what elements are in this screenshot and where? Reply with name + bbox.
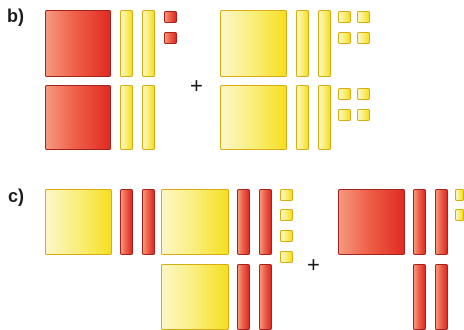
yellow-unit-tile [357, 32, 370, 44]
yellow-square-tile [161, 189, 229, 255]
red-rod-tile [435, 264, 448, 330]
red-rod-tile [259, 189, 272, 255]
yellow-square-tile [161, 264, 229, 330]
yellow-square-tile [220, 85, 287, 150]
red-square-tile [45, 85, 111, 150]
yellow-rod-tile [318, 10, 331, 77]
yellow-unit-tile [338, 109, 351, 121]
red-rod-tile [435, 189, 448, 255]
yellow-rod-tile [142, 10, 155, 77]
label-c: c) [8, 186, 24, 207]
label-b: b) [7, 6, 24, 27]
red-square-tile [338, 189, 405, 255]
yellow-rod-tile [318, 85, 331, 150]
red-rod-tile [413, 189, 426, 255]
red-rod-tile [259, 264, 272, 330]
yellow-rod-tile [296, 85, 309, 150]
red-unit-tile [164, 32, 177, 44]
yellow-unit-tile [338, 11, 351, 23]
red-rod-tile [142, 189, 155, 255]
plus-sign: + [307, 252, 320, 278]
yellow-unit-tile [338, 32, 351, 44]
yellow-unit-tile [280, 230, 293, 242]
yellow-rod-tile [296, 10, 309, 77]
yellow-unit-tile [357, 109, 370, 121]
red-unit-tile [164, 11, 177, 23]
plus-sign: + [190, 73, 203, 99]
yellow-square-tile [45, 189, 112, 255]
yellow-unit-tile [357, 88, 370, 100]
yellow-rod-tile [120, 85, 133, 150]
yellow-unit-tile [357, 11, 370, 23]
yellow-unit-tile [280, 251, 293, 263]
red-square-tile [45, 10, 111, 77]
yellow-unit-tile [338, 88, 351, 100]
yellow-unit-tile [280, 189, 293, 201]
yellow-square-tile [220, 10, 287, 77]
red-rod-tile [120, 189, 133, 255]
yellow-unit-tile [455, 189, 464, 201]
yellow-unit-tile [455, 209, 464, 221]
yellow-rod-tile [142, 85, 155, 150]
yellow-unit-tile [280, 209, 293, 221]
red-rod-tile [237, 264, 250, 330]
yellow-rod-tile [120, 10, 133, 77]
red-rod-tile [237, 189, 250, 255]
red-rod-tile [413, 264, 426, 330]
